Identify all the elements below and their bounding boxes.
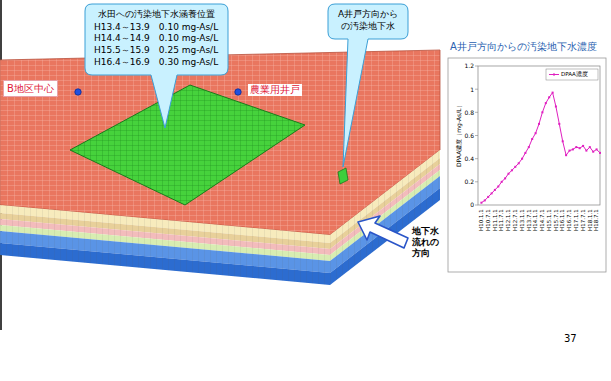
axis-tick: H17.1.1	[573, 209, 580, 231]
axis-tick: H11.7.1	[498, 209, 505, 231]
data-marker	[521, 158, 523, 160]
data-marker	[582, 145, 584, 147]
callout-text: H16.4～16.9 0.30 mg-As/L	[94, 57, 219, 69]
axis-tick: H11.1.1	[492, 209, 499, 231]
data-marker	[535, 132, 537, 134]
data-marker	[508, 173, 510, 175]
data-marker	[552, 92, 554, 94]
y-ticks	[475, 66, 478, 205]
axis-tick: H18.1.1	[587, 209, 594, 231]
data-marker	[555, 106, 557, 108]
inflow-marker	[338, 168, 348, 184]
chart-frame	[448, 58, 606, 272]
axis-tick: H16.7.1	[566, 209, 573, 231]
data-series	[481, 93, 600, 203]
well-label: 農業用井戸	[248, 84, 302, 96]
callout-bubble: A井戸方向からの汚染地下水	[328, 4, 408, 39]
data-marker	[531, 138, 533, 140]
data-marker	[596, 148, 598, 150]
data-marker	[545, 102, 547, 104]
axis-tick: H10.1.1	[478, 209, 485, 231]
data-marker	[589, 146, 591, 148]
data-marker	[575, 146, 577, 148]
callout-text: H13.4～13.9 0.10 mg-As/L	[94, 22, 219, 34]
data-marker	[504, 177, 506, 179]
outline	[328, 4, 408, 167]
chart-title: A井戸方向からの汚染地下水濃度	[450, 41, 597, 53]
axis-tick: H18.7.1	[593, 209, 600, 231]
axis-tick: H10.7.1	[485, 209, 492, 231]
axis-tick: H12.7.1	[512, 209, 519, 231]
legend-sample	[549, 74, 559, 76]
page-number: 37	[564, 333, 577, 345]
axis-tick: 0.2	[464, 178, 474, 185]
data-marker	[501, 181, 503, 183]
axis-tick: H14.1.1	[532, 209, 539, 231]
model-front-layers	[0, 205, 330, 285]
axis-tick: H12.1.1	[505, 209, 512, 231]
flow-label: 地下水流れの方向	[412, 226, 446, 258]
data-marker	[585, 150, 587, 152]
well-dot	[235, 89, 241, 95]
data-marker	[497, 186, 499, 188]
well-dot	[75, 89, 81, 95]
data-marker	[480, 202, 482, 204]
axis-tick: 0.6	[464, 132, 474, 139]
legend-line	[549, 74, 559, 75]
axis-tick: H13.1.1	[519, 209, 526, 231]
data-marker	[494, 189, 496, 191]
data-marker	[579, 147, 581, 149]
model-side-layers	[330, 150, 440, 285]
data-marker	[514, 166, 516, 168]
axis-tick: 1.2	[464, 62, 474, 69]
callout-text: B地区中心	[7, 82, 54, 95]
data-marker	[487, 196, 489, 198]
data-markers	[480, 92, 601, 204]
data-marker	[572, 148, 574, 150]
axis-tick: H15.1.1	[546, 209, 553, 231]
axis-tick: 1	[470, 86, 474, 93]
legend-marker	[553, 74, 555, 76]
callout-text: H14.4～14.9 0.10 mg-As/L	[94, 33, 219, 45]
axis-tick: H15.7.1	[553, 209, 560, 231]
data-marker	[491, 192, 493, 194]
axis-tick: 0.4	[464, 155, 474, 162]
data-marker	[528, 146, 530, 148]
data-marker	[558, 123, 560, 125]
outline	[85, 4, 228, 128]
axis-tick: H13.7.1	[526, 209, 533, 231]
data-marker	[538, 123, 540, 125]
plot-area	[478, 66, 600, 205]
paddy-field	[70, 85, 305, 205]
data-marker	[518, 162, 520, 164]
data-marker	[541, 111, 543, 113]
callout-bubble: 水田への汚染地下水涵養位置H13.4～13.9 0.10 mg-As/LH14.…	[85, 4, 228, 75]
axis-tick: H14.7.1	[539, 209, 546, 231]
data-marker	[599, 152, 601, 154]
axis-title: DPAA濃度（mg-As/L）	[455, 103, 462, 168]
data-marker	[565, 154, 567, 156]
axis-tick: H17.7.1	[580, 209, 587, 231]
data-marker	[484, 199, 486, 201]
legend-box	[546, 69, 598, 80]
data-marker	[548, 96, 550, 98]
callout-text: A井戸方向からの汚染地下水	[334, 9, 402, 32]
callout-text: H15.5～15.9 0.25 mg-As/L	[94, 45, 219, 57]
axis-tick: H16.1.1	[559, 209, 566, 231]
callout-heading: 水田への汚染地下水涵養位置	[94, 9, 219, 21]
data-marker	[592, 151, 594, 153]
data-marker	[524, 152, 526, 154]
outline	[4, 81, 58, 97]
axis-tick: 0.8	[464, 109, 474, 116]
data-marker	[511, 169, 513, 171]
axis-tick: 0	[470, 201, 474, 208]
flow-arrow	[358, 216, 408, 248]
location-box: B地区中心	[3, 80, 58, 97]
legend-text: DPAA濃度	[561, 71, 588, 78]
data-marker	[569, 150, 571, 152]
data-marker	[562, 140, 564, 142]
